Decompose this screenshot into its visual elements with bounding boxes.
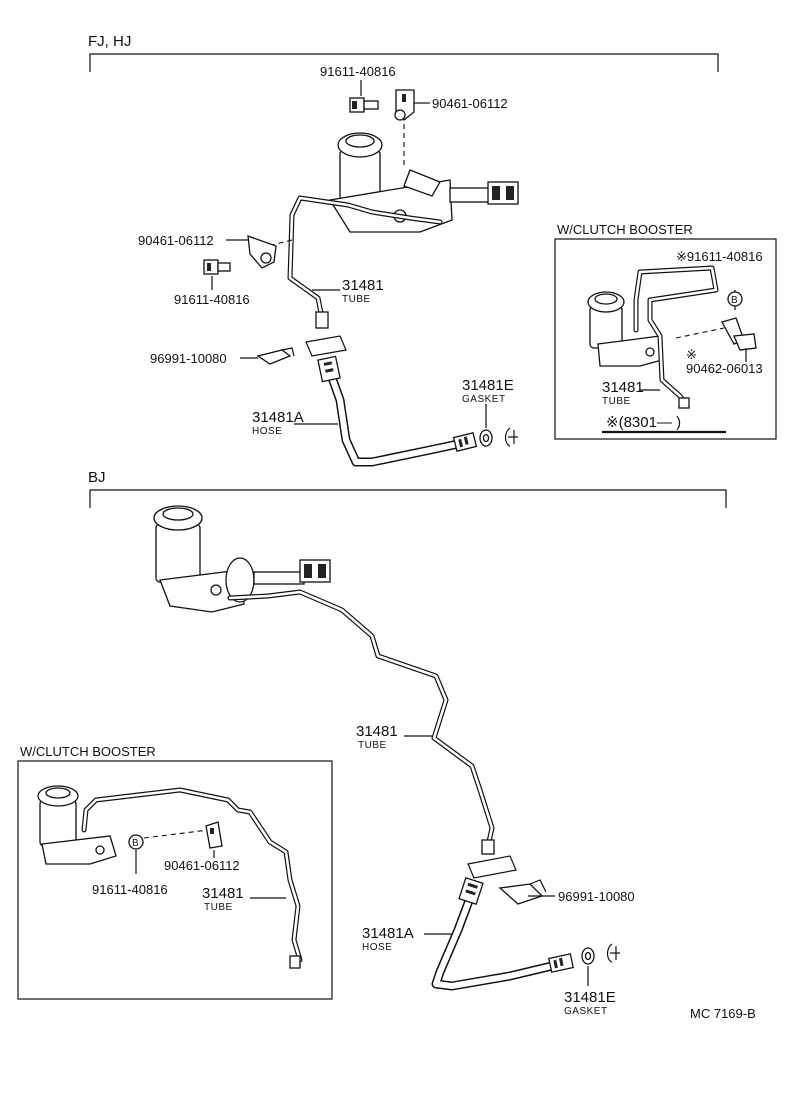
label-tube-bj-word: TUBE [358,740,387,751]
booster-bottom-b-circle [128,834,144,850]
section-label-booster-top: W/CLUTCH BOOSTER [557,222,693,237]
booster-top-tube-num: 31481 [602,379,644,396]
section-label-bj: BJ [88,469,106,486]
fitting-top-icon [504,427,518,447]
label-hose-bj-word: HOSE [362,942,392,953]
section-bracket-bj [89,489,727,508]
bracket-top-icon [394,89,415,121]
booster-bottom-dash [143,829,209,839]
bracket-left-icon [247,235,277,269]
clip-top-icon [256,347,295,365]
label-clip-top: 96991-10080 [150,351,227,366]
label-clip-bj: 96991-10080 [558,889,635,904]
hose-top [317,355,478,467]
tube-bj [227,589,495,855]
section-bracket-fj-hj [89,53,719,72]
label-tube-top-word: TUBE [342,294,371,305]
booster-bottom-tube-num: 31481 [202,885,244,902]
booster-top-b-mark: B [731,295,738,306]
gasket-bj-icon [581,947,595,965]
booster-bottom-cylinder [37,785,117,865]
booster-bottom-tube [81,787,303,969]
booster-bottom-tube-word: TUBE [204,902,233,913]
hose-bj [431,876,574,991]
label-bolt-left: 91611-40816 [174,292,250,307]
booster-bottom-bracket-icon [205,821,223,849]
section-label-fj-hj: FJ, HJ [88,33,131,50]
booster-top-tube-word: TUBE [602,396,631,407]
master-cylinder-top [328,132,519,233]
booster-top-star: ※ [686,347,697,362]
label-hose-bj-num: 31481A [362,925,414,942]
booster-top-bracket-label: 90462-06013 [686,361,763,376]
label-bolt-top: 91611-40816 [320,64,396,79]
plate-bj-icon [467,855,517,879]
label-gasket-bj-num: 31481E [564,989,616,1006]
booster-top-b-circle [727,291,743,307]
booster-top-note: ※(8301— ) [606,414,681,431]
label-gasket-top-word: GASKET [462,394,506,405]
section-label-booster-bottom: W/CLUTCH BOOSTER [20,744,156,759]
tube-top [287,195,443,329]
booster-top-bracket-icon [721,317,757,351]
label-tube-top-num: 31481 [342,277,384,294]
label-bracket-left: 90461-06112 [138,233,214,248]
bolt-left-icon [203,259,231,275]
booster-top-tube [633,265,719,409]
label-bracket-top: 90461-06112 [432,96,508,111]
booster-top-bolt-label: ※91611-40816 [676,249,763,264]
fitting-bj-icon [606,943,620,963]
label-hose-top-word: HOSE [252,426,282,437]
master-cylinder-bj [153,505,331,613]
label-gasket-top-num: 31481E [462,377,514,394]
label-hose-top-num: 31481A [252,409,304,426]
booster-bottom-bolt-label: 91611-40816 [92,882,168,897]
bolt-top-icon [349,97,379,113]
label-gasket-bj-word: GASKET [564,1006,608,1017]
booster-top-cylinder [587,291,663,367]
label-tube-bj-num: 31481 [356,723,398,740]
booster-bottom-b-mark: B [132,838,139,849]
booster-bottom-bracket-label: 90461-06112 [164,858,240,873]
booster-top-box [554,238,777,440]
gasket-top-icon [479,429,493,447]
plate-top-icon [305,335,347,357]
clip-bj-icon [498,879,547,905]
figure-code: MC 7169-B [690,1006,756,1021]
booster-top-dash [675,327,725,339]
booster-bottom-box [17,760,333,1000]
